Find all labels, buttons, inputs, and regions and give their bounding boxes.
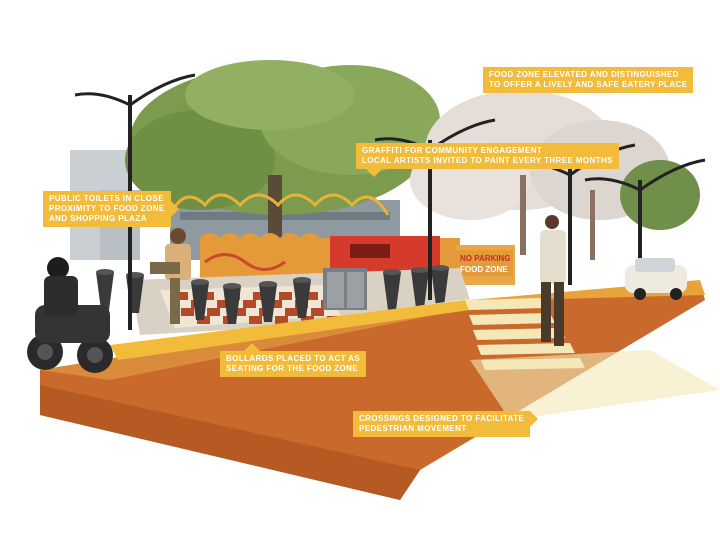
- callout-pointer: [170, 201, 179, 217]
- callout-line: AND SHOPPING PLAZA: [49, 214, 147, 223]
- paving-tile: [207, 308, 220, 316]
- no-parking-sign: NO PARKING FOOD ZONE: [455, 250, 513, 276]
- lamp-arm: [639, 158, 706, 192]
- bollard-top: [191, 279, 209, 285]
- callout-line: PEDESTRIAN MOVEMENT: [359, 424, 467, 433]
- callout-line: FOOD ZONE ELEVATED AND DISTINGUISHED: [489, 70, 679, 79]
- bollard-top: [259, 281, 277, 287]
- callout-line: LOCAL ARTISTS INVITED TO PAINT EVERY THR…: [362, 156, 613, 165]
- seated-man-figure: [150, 228, 191, 324]
- bollard: [223, 286, 241, 324]
- pedestrian-figure: [540, 215, 566, 346]
- paving-tile: [249, 316, 262, 324]
- paving-tile: [181, 308, 194, 316]
- bollard-top: [293, 277, 311, 283]
- paving-tile: [311, 308, 324, 316]
- shade-tree: [125, 60, 440, 270]
- paving-tile: [243, 300, 256, 308]
- bollard: [411, 270, 429, 308]
- no-parking-text: NO PARKING: [460, 254, 511, 263]
- paving-tile: [233, 308, 246, 316]
- bollard-top: [223, 283, 241, 289]
- callout-pointer: [530, 411, 539, 427]
- paving-tile: [275, 316, 288, 324]
- bollard: [96, 272, 114, 310]
- paving-tile: [253, 292, 266, 300]
- callout-line: GRAFFITI FOR COMMUNITY ENGAGEMENT: [362, 146, 543, 155]
- bollard-top: [96, 269, 114, 275]
- bollard-top: [411, 267, 429, 273]
- food-zone-sign-text: FOOD ZONE: [460, 265, 508, 274]
- public-toilets: [323, 268, 367, 310]
- callout-crossings: CROSSINGS DESIGNED TO FACILITATE PEDESTR…: [353, 411, 539, 437]
- bollard: [259, 284, 277, 322]
- crossing-stripe: [477, 343, 575, 355]
- callout-line: BOLLARDS PLACED TO ACT AS: [226, 354, 361, 363]
- bollard-top: [431, 265, 449, 271]
- lamp-arm: [74, 92, 131, 107]
- crossing-extension: [470, 350, 720, 420]
- bollard: [383, 272, 401, 310]
- parked-car: [625, 258, 687, 300]
- paving-tile: [217, 300, 230, 308]
- callout-line: SEATING FOR THE FOOD ZONE: [226, 364, 359, 373]
- callout-pointer: [366, 169, 382, 177]
- bollard-top: [383, 269, 401, 275]
- crossing-stripe: [469, 313, 555, 325]
- callout-food-zone-elevated: FOOD ZONE ELEVATED AND DISTINGUISHED TO …: [483, 67, 694, 93]
- paving-tile: [175, 292, 188, 300]
- bollard: [431, 268, 449, 306]
- lamp-arm: [129, 73, 196, 107]
- callout-line: TO OFFER A LIVELY AND SAFE EATERY PLACE: [489, 80, 688, 89]
- callout-line: CROSSINGS DESIGNED TO FACILITATE: [359, 414, 525, 423]
- callout-public-toilets: PUBLIC TOILETS IN CLOSE PROXIMITY TO FOO…: [43, 191, 179, 227]
- food-zone-canopy: [168, 193, 390, 216]
- callout-bollards: BOLLARDS PLACED TO ACT AS SEATING FOR TH…: [220, 343, 367, 377]
- crossing-stripe: [473, 328, 565, 340]
- bollard: [293, 280, 311, 318]
- callout-line: PROXIMITY TO FOOD ZONE: [49, 204, 165, 213]
- callout-graffiti: GRAFFITI FOR COMMUNITY ENGAGEMENT LOCAL …: [356, 143, 619, 177]
- callout-pointer: [244, 343, 260, 351]
- paving-tile: [201, 292, 214, 300]
- motorcycle-rider: [27, 257, 113, 373]
- paving-tile: [285, 308, 298, 316]
- callout-line: PUBLIC TOILETS IN CLOSE: [49, 194, 164, 203]
- paving-tile: [305, 292, 318, 300]
- lamp-arm: [584, 177, 641, 192]
- paving-tile: [269, 300, 282, 308]
- bollard: [191, 282, 209, 320]
- crossing-stripe: [465, 298, 545, 310]
- platform-curb: [110, 300, 470, 360]
- paving-tile: [279, 292, 292, 300]
